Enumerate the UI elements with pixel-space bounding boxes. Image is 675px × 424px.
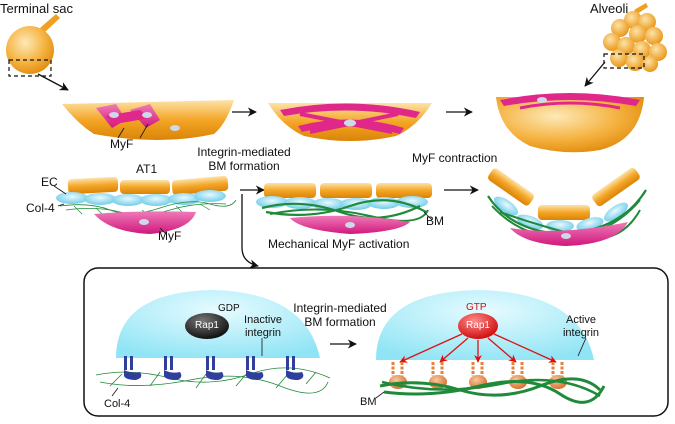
box-formation-label: Integrin-mediated BM formation (280, 301, 400, 330)
stage3-alveolus (496, 93, 644, 153)
alveoli-label: Alveoli (590, 1, 629, 16)
gdp-label: GDP (218, 303, 240, 314)
row2-middle-tissue (256, 183, 433, 234)
active-cell (376, 290, 594, 363)
rap1-active-icon (458, 313, 498, 339)
bm-label-box: BM (360, 396, 377, 408)
detail-box (83, 267, 669, 417)
mechanical-activation-label: Mechanical MyF activation (268, 237, 410, 251)
alveoli-cluster (603, 3, 667, 72)
terminal-sac-label: Terminal sac (0, 1, 73, 16)
inactive-integrins (124, 356, 304, 380)
bm-formation-line1: Integrin-mediated (197, 145, 291, 159)
bm-formation-label: Integrin-mediated BM formation (184, 145, 304, 174)
inactive-integrin-label: Inactive integrin (238, 314, 288, 339)
rap1-inactive-label: Rap1 (195, 320, 219, 331)
active-line2: integrin (562, 326, 600, 339)
box-formation-line1: Integrin-mediated (293, 301, 387, 315)
rap1-inactive-icon (185, 313, 229, 339)
myf-label-mid: MyF (158, 229, 182, 243)
active-integrin-label: Active integrin (556, 314, 606, 339)
stage1-sac-wall (62, 100, 234, 140)
row2-right-tissue (487, 167, 647, 246)
col4-label-box: Col-4 (104, 398, 131, 410)
myf-label-top: MyF (110, 137, 134, 151)
inactive-line1: Inactive (244, 314, 282, 326)
box-formation-line2: BM formation (304, 314, 376, 329)
rap1-active-label: Rap1 (466, 320, 490, 331)
bm-label-mid: BM (426, 214, 444, 228)
bm-formation-line2: BM formation (208, 158, 280, 173)
row2-left-tissue (53, 175, 237, 235)
gtp-label: GTP (466, 302, 487, 313)
at1-label: AT1 (136, 162, 158, 176)
col4-label-mid: Col-4 (26, 201, 55, 215)
myf-contraction-label: MyF contraction (412, 151, 498, 165)
ec-label: EC (41, 175, 58, 189)
terminal-sac (6, 14, 60, 77)
active-line1: Active (566, 314, 596, 326)
inactive-cell (95, 290, 331, 397)
basement-membrane-box (375, 377, 606, 404)
stage2-sac-wall (268, 103, 432, 141)
inactive-line2: integrin (244, 326, 282, 339)
